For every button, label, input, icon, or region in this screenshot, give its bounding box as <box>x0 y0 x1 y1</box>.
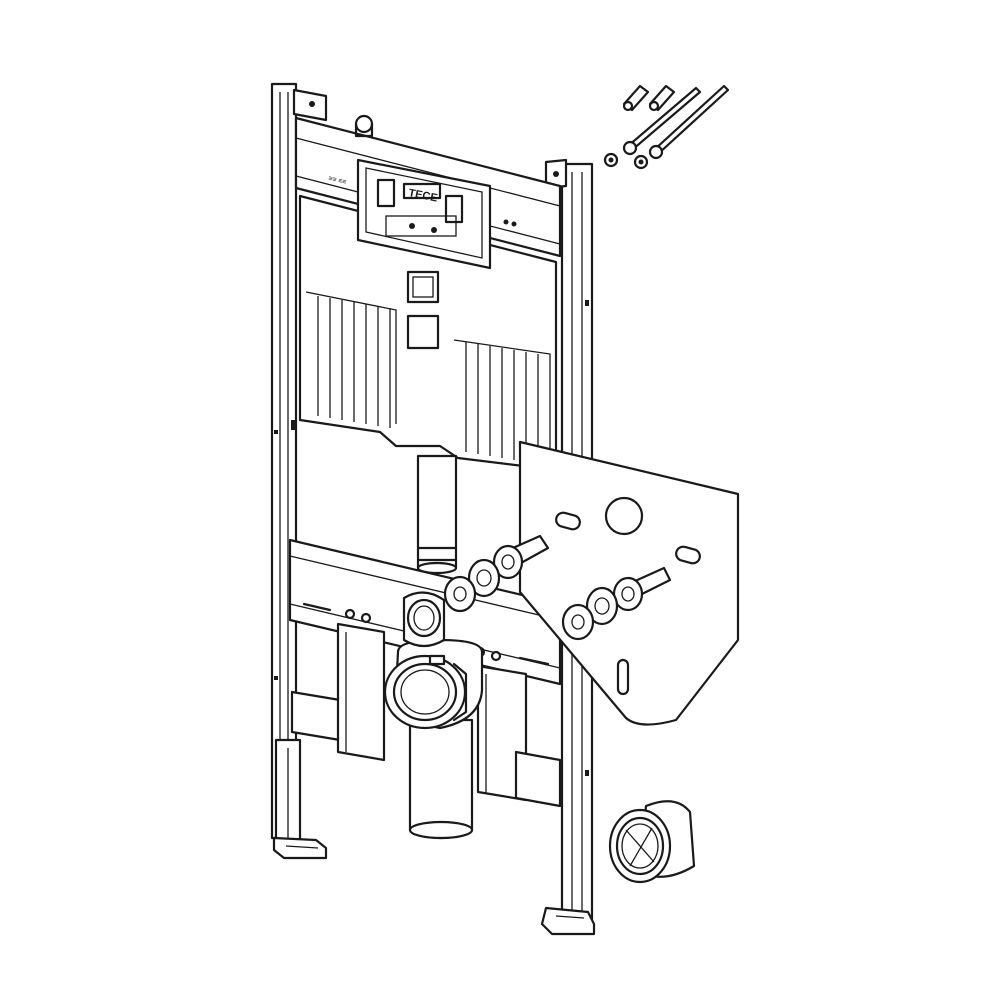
brand-mark: TECE <box>407 187 438 204</box>
flush-outlet <box>402 591 446 648</box>
right-foot <box>540 906 596 936</box>
cistern-body <box>298 194 558 472</box>
plate-hole-large <box>604 496 644 536</box>
threaded-rod-2 <box>633 84 730 170</box>
inspection-square-lower <box>406 314 440 350</box>
svg-text:≡≡ ≡≡: ≡≡ ≡≡ <box>328 175 347 186</box>
installation-frame: ≡≡ ≡≡ <box>270 82 596 936</box>
actuator-opening: TECE <box>356 158 492 270</box>
threaded-rod-1 <box>603 86 702 168</box>
top-bracket-left <box>292 88 328 122</box>
fixing-bolts <box>603 84 730 170</box>
wall-plug-1 <box>622 84 650 112</box>
flush-pipe <box>416 454 458 575</box>
top-bracket-right <box>544 158 568 190</box>
cistern-ribs-left <box>317 296 391 428</box>
washer-set-right <box>561 566 672 641</box>
wall-plug-2 <box>648 84 676 112</box>
left-leg-panel <box>290 622 386 762</box>
right-leg-panel <box>476 664 562 808</box>
washer-set-left <box>443 534 550 613</box>
waste-pipe <box>383 638 484 840</box>
left-foot-extension <box>272 738 328 860</box>
connector-sleeve <box>608 800 696 884</box>
